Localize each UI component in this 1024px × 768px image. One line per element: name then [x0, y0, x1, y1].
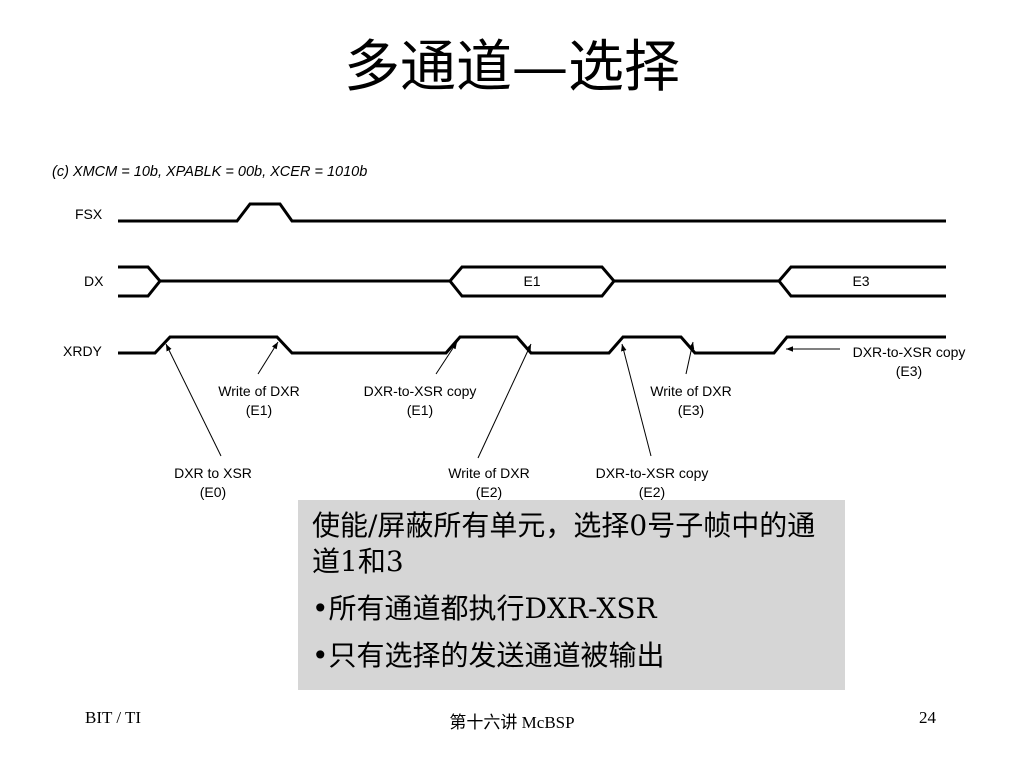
diagram-caption: (c) XMCM = 10b, XPABLK = 00b, XCER = 101… — [52, 164, 367, 180]
arrow-write-dxr-e3 — [685, 341, 695, 375]
timing-diagram: (c) XMCM = 10b, XPABLK = 00b, XCER = 101… — [52, 164, 966, 500]
arrow-write-dxr-e2 — [477, 343, 532, 459]
signal-label-fsx: FSX — [75, 206, 103, 222]
arrow-copy-e2 — [621, 343, 652, 457]
slide-title: 多通道—选择 — [344, 35, 680, 100]
svg-text:(E2): (E2) — [639, 484, 665, 500]
annotation-copy-e1: DXR-to-XSR copy (E1) — [364, 383, 477, 418]
annotation-write-dxr-e3: Write of DXR (E3) — [650, 383, 731, 418]
svg-text:Write of DXR: Write of DXR — [218, 383, 299, 399]
footer-left: BIT / TI — [85, 708, 142, 727]
page-number: 24 — [919, 708, 936, 727]
note-bullet-1: •所有通道都执行DXR-XSR — [312, 592, 657, 625]
arrow-write-dxr-e1 — [257, 341, 279, 375]
svg-text:(E1): (E1) — [246, 402, 272, 418]
annotation-dxr-to-xsr-e0: DXR to XSR (E0) — [174, 465, 252, 500]
fsx-waveform — [118, 202, 946, 223]
dx-waveform — [118, 265, 946, 298]
note-bullet-2: •只有选择的发送通道被输出 — [312, 639, 665, 672]
svg-text:(E2): (E2) — [476, 484, 502, 500]
signal-label-xrdy: XRDY — [63, 343, 103, 359]
dx-word-e1: E1 — [523, 273, 540, 289]
annotation-write-dxr-e1: Write of DXR (E1) — [218, 383, 299, 418]
annotation-write-dxr-e2: Write of DXR (E2) — [448, 465, 529, 500]
arrow-dxr-to-xsr-e0 — [165, 343, 222, 457]
svg-text:(E1): (E1) — [407, 402, 433, 418]
svg-text:Write of DXR: Write of DXR — [448, 465, 529, 481]
xrdy-waveform — [118, 335, 946, 355]
arrow-copy-e1 — [435, 341, 458, 375]
svg-text:Write of DXR: Write of DXR — [650, 383, 731, 399]
annotation-copy-e2: DXR-to-XSR copy (E2) — [596, 465, 709, 500]
svg-text:(E0): (E0) — [200, 484, 226, 500]
footer-center: 第十六讲 McBSP — [449, 713, 575, 732]
svg-text:DXR-to-XSR copy: DXR-to-XSR copy — [364, 383, 477, 399]
svg-text:DXR-to-XSR copy: DXR-to-XSR copy — [596, 465, 709, 481]
svg-text:DXR to XSR: DXR to XSR — [174, 465, 252, 481]
note-box: 使能/屏蔽所有单元，选择0号子帧中的通道1和3 •所有通道都执行DXR-XSR … — [298, 500, 845, 690]
note-paragraph: 使能/屏蔽所有单元，选择0号子帧中的通道1和3 — [312, 509, 816, 578]
svg-text:DXR-to-XSR copy: DXR-to-XSR copy — [853, 344, 966, 360]
svg-text:(E3): (E3) — [678, 402, 704, 418]
annotation-copy-e3: DXR-to-XSR copy (E3) — [853, 344, 966, 379]
svg-text:(E3): (E3) — [896, 363, 922, 379]
signal-label-dx: DX — [84, 273, 104, 289]
dx-word-e3: E3 — [852, 273, 869, 289]
